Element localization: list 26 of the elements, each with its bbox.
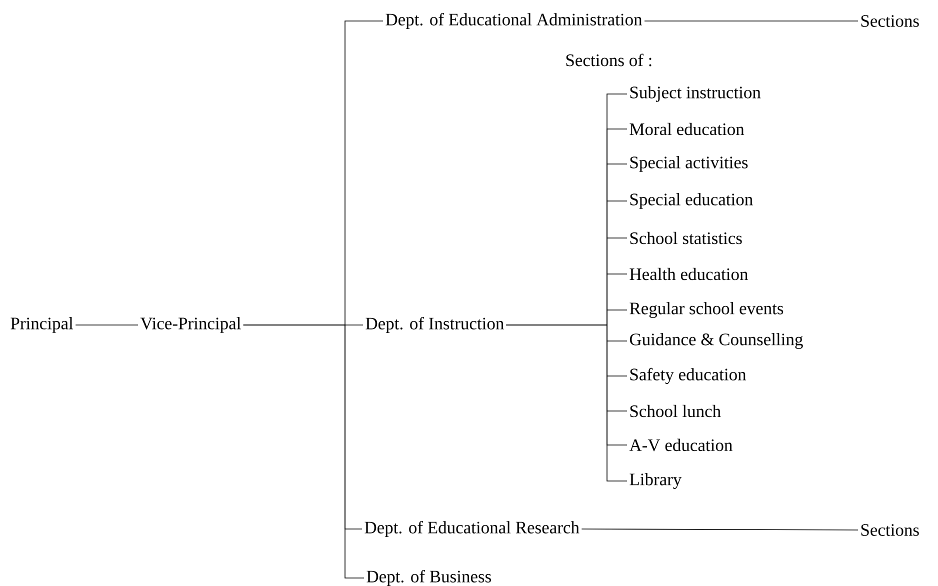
connector-line (75, 324, 138, 326)
org-unit: Safety education (630, 368, 746, 384)
org-unit: School statistics (630, 232, 742, 244)
org-unit: Moral education (630, 122, 744, 136)
org-unit: Principal (10, 317, 74, 333)
org-unit: Dept. of Educational Research (364, 520, 580, 537)
org-unit: Dept. of Instruction (366, 316, 504, 333)
org-unit: Vice-Principal (140, 317, 241, 333)
connector-line (644, 20, 858, 22)
org-unit: Regular school events (630, 302, 784, 318)
connector-line (581, 528, 858, 530)
org-unit: Library (630, 473, 682, 489)
heading: Sections of : (566, 54, 652, 66)
org-unit: Subject instruction (630, 86, 761, 102)
org-unit: A-V education (629, 438, 732, 452)
connector-line (243, 324, 364, 578)
org-unit: Special education (630, 193, 753, 209)
org-unit: Health education (630, 268, 748, 280)
org-unit: Guidance & Counselling (630, 333, 803, 349)
org-unit: Sections (861, 15, 919, 27)
org-unit: Dept. of Educational Administration (386, 12, 642, 29)
org-unit: Dept. of Business (366, 570, 491, 586)
org-unit: Special activities (630, 156, 748, 172)
connector-line (506, 324, 628, 482)
org-unit: Sections (861, 524, 919, 536)
org-unit: School lunch (630, 404, 721, 418)
